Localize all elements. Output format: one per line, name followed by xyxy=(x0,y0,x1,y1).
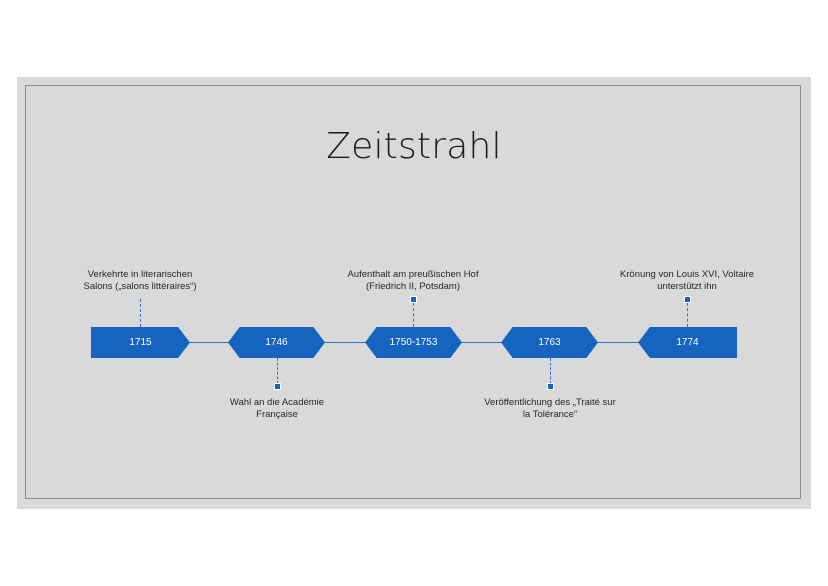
event-label-1763: Veröffentlichung des „Traité sur la Tolé… xyxy=(460,397,640,421)
event-connector xyxy=(413,303,414,327)
slide-background xyxy=(17,77,811,509)
event-label-line: Wahl an die Académie xyxy=(229,397,325,408)
event-dot xyxy=(274,383,281,390)
event-connector xyxy=(277,358,278,384)
timeline-marker-1746: 1746 xyxy=(228,327,325,358)
event-label-line: (Friedrich II, Potsdam) xyxy=(366,281,460,292)
slide-frame xyxy=(25,85,801,499)
timeline-marker-1763: 1763 xyxy=(501,327,598,358)
event-connector xyxy=(140,299,141,327)
event-label-line: Salons („salons littéraires“) xyxy=(83,281,197,292)
event-label-line: la Tolérance“ xyxy=(522,409,578,420)
event-dot xyxy=(410,296,417,303)
timeline-marker-1715: 1715 xyxy=(91,327,190,358)
event-label-line: Aufenthalt am preußischen Hof xyxy=(347,269,479,280)
timeline-marker-1750-1753: 1750-1753 xyxy=(365,327,462,358)
event-connector xyxy=(687,303,688,327)
event-label-line: Française xyxy=(256,409,298,420)
event-dot xyxy=(547,383,554,390)
slide-title: Zeitstrahl xyxy=(326,126,502,167)
event-label-line: unterstützt ihn xyxy=(657,281,717,292)
event-label-1715: Verkehrte in literarischen Salons („salo… xyxy=(60,269,220,293)
event-label-line: Verkehrte in literarischen xyxy=(87,269,193,280)
event-label-line: Veröffentlichung des „Traité sur xyxy=(484,397,616,408)
timeline-marker-1774: 1774 xyxy=(638,327,737,358)
event-connector xyxy=(550,358,551,384)
event-label-1774: Krönung von Louis XVI, Voltaire unterstü… xyxy=(597,269,777,293)
event-label-line: Krönung von Louis XVI, Voltaire xyxy=(619,269,755,280)
event-label-1746: Wahl an die Académie Française xyxy=(197,397,357,421)
event-dot xyxy=(684,296,691,303)
event-label-1750-1753: Aufenthalt am preußischen Hof (Friedrich… xyxy=(323,269,503,293)
